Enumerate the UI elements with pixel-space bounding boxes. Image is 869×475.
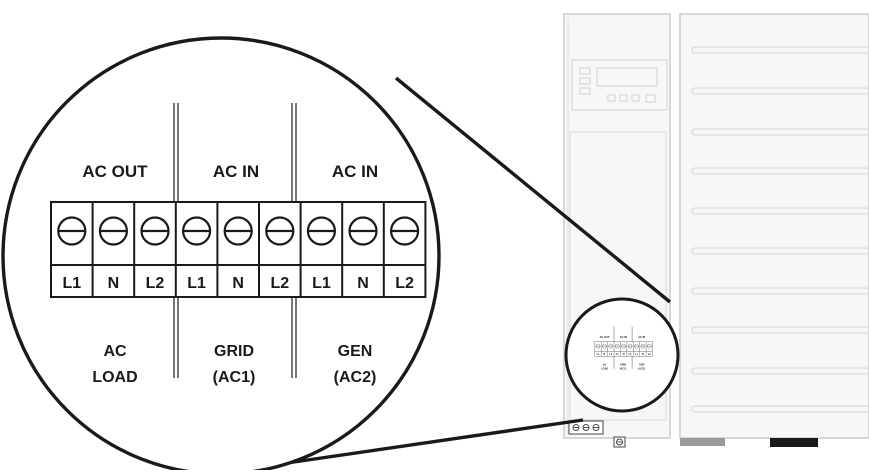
mini-screw-icon [627,343,633,349]
magnifier-line-bottom [286,418,584,465]
section-label: LOAD [92,369,137,386]
terminal-label: L1 [62,275,81,292]
screw-icon [98,216,129,246]
mini-screw-icon [595,343,601,349]
vent-slot [691,405,869,413]
control-panel [571,59,668,111]
terminal-label: L2 [146,275,165,292]
terminal-label: N [108,275,120,292]
mini-screw-icon [640,343,646,349]
vent-slot [691,46,869,54]
mini-terminal-label: L1 [597,353,600,356]
mini-terminal-label: N [604,353,606,356]
section-title: AC IN [332,162,378,181]
terminal-label: N [357,275,369,292]
control-buttons [579,67,656,103]
mini-section-label: (AC1) [620,367,627,370]
mini-screw-icon [608,343,614,349]
mini-terminal-label: L2 [609,353,612,356]
mini-terminal-label: L1 [616,353,619,356]
inverter-device [563,13,869,448]
mini-section-title: AC OUT [600,335,610,339]
vent-slot [691,167,869,175]
mini-section-label: (AC2) [638,367,645,370]
mini-terminal-label: N [642,353,644,356]
mini-section-label: GEN [639,363,645,366]
ground-terminal-screws [572,424,600,431]
vent-slot [691,207,869,215]
mini-screw-icon [614,343,620,349]
device-foot-grey [680,438,725,446]
screw-icon [57,216,87,246]
earth-screw-icon [616,438,623,446]
mini-terminal-label: L1 [635,353,638,356]
section-label: GEN [338,343,373,360]
screw-icon [140,216,170,246]
section-label: (AC1) [213,369,256,386]
terminal-label: N [232,275,244,292]
section-title: AC OUT [82,162,148,181]
mini-section-label: AC [603,363,607,366]
device-foot-black [770,438,818,447]
magnifier-line-top [394,76,672,304]
device-right-panel [679,13,869,439]
vent-slot [691,247,869,255]
mini-terminal-label: L2 [629,353,632,356]
terminal-label: L1 [312,275,331,292]
section-label: AC [103,343,127,360]
terminal-label: L1 [187,275,206,292]
vent-slot [691,326,869,334]
screw-icon [348,216,378,246]
screw-icon [306,216,336,246]
mini-screw-icon [621,343,626,349]
screw-icon [223,216,253,246]
mini-section-title: AC IN [620,335,627,339]
display-screen [596,67,658,87]
terminal-label: L2 [395,275,414,292]
mini-screw-icon [647,343,652,349]
screw-icon [265,216,295,246]
vent-slot [691,128,869,136]
mini-terminal-label: L2 [648,353,651,356]
mini-section-title: AC IN [638,335,645,339]
mini-screw-icon [634,343,639,349]
section-label: (AC2) [334,369,377,386]
terminal-cover [569,131,667,421]
vent-slot [691,367,869,375]
screw-icon [390,216,420,246]
terminal-label: L2 [270,275,289,292]
mini-section-label: LOAD [601,367,608,370]
section-label: GRID [214,343,254,360]
zoom-circle: AC OUT AC LOAD AC IN GRID (AC1) AC IN GEN (AC2) L… [1,36,441,475]
terminal-block-detail: AC OUT AC LOAD AC IN GRID (AC1) AC IN GEN (AC2) L… [50,103,427,386]
vent-slot [691,287,869,295]
mini-screw-icon [602,343,607,349]
mini-terminal-label: N [623,353,625,356]
vent-slot [691,87,869,95]
screw-icon [182,216,212,246]
mini-section-label: GRID [620,363,626,366]
vent-slots [691,46,869,413]
section-title: AC IN [213,162,259,181]
